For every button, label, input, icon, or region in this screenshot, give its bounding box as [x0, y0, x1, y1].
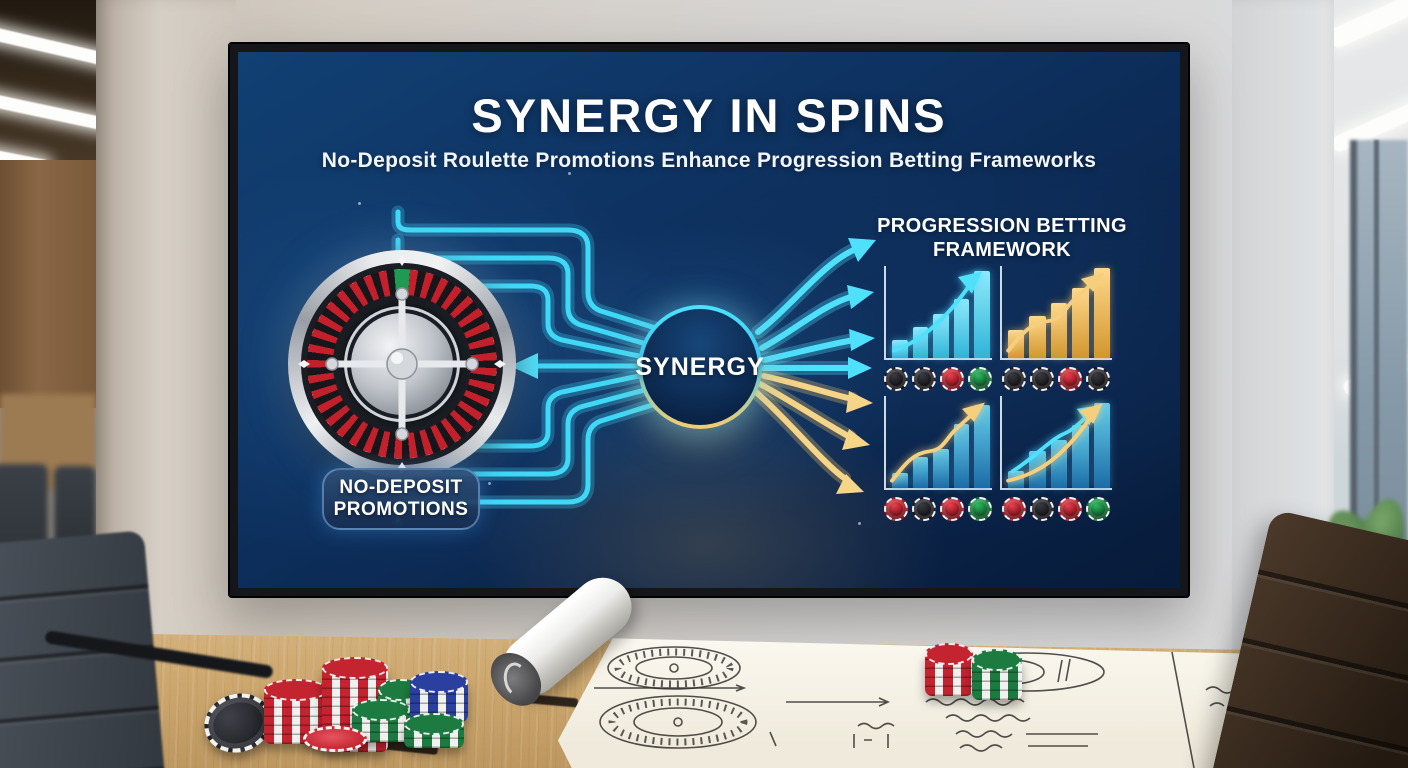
roulette-wheel	[288, 250, 516, 478]
promo-line1: NO-DEPOSIT	[339, 476, 463, 498]
strategy-paper	[558, 638, 1242, 768]
sparkle-dot	[858, 522, 861, 525]
mini-chart-bottom-right	[1000, 396, 1112, 521]
synergy-node-face: SYNERGY	[635, 309, 764, 425]
bar	[953, 423, 970, 488]
slide-content: SYNERGY IN SPINS No-Deposit Roulette Pro…	[238, 52, 1180, 588]
mini-chart-top-left	[884, 266, 992, 391]
casino-chip-black	[912, 367, 936, 391]
casino-chip-black	[884, 367, 908, 391]
left-arrow-icon	[510, 353, 651, 379]
ceiling-light-icon	[1334, 0, 1408, 50]
sparkle-dot	[488, 482, 491, 485]
casino-chip-green	[1086, 497, 1110, 521]
casino-chip-black	[1030, 367, 1054, 391]
chip-row	[884, 497, 992, 521]
wood-panel-wall	[0, 160, 96, 415]
slide-title: SYNERGY IN SPINS	[471, 89, 947, 142]
bar	[974, 270, 990, 358]
casino-chip-red	[940, 497, 964, 521]
chip-stack-green-right	[404, 713, 464, 748]
chip-stack-red-on-paper	[925, 643, 973, 696]
sparkle-dot	[568, 172, 571, 175]
bar	[1072, 425, 1089, 488]
handwritten-sketches	[594, 646, 1235, 768]
gold-output-arrows	[749, 369, 873, 494]
synergy-label: SYNERGY	[635, 352, 765, 381]
bar	[974, 405, 990, 488]
casino-chip-red	[1058, 497, 1082, 521]
bar	[1050, 302, 1068, 358]
promo-line2: PROMOTIONS	[333, 499, 469, 520]
casino-chip-black	[1086, 367, 1110, 391]
framework-heading: PROGRESSION BETTING FRAMEWORK	[877, 215, 1127, 261]
chart-plot	[1000, 266, 1112, 360]
no-deposit-promotions-label: NO-DEPOSIT PROMOTIONS	[322, 468, 480, 530]
casino-chip-green	[968, 367, 992, 391]
bar	[1093, 403, 1111, 488]
bar	[933, 449, 949, 488]
window	[1350, 140, 1408, 570]
casino-chip-green	[968, 497, 992, 521]
window-mullion	[1374, 140, 1379, 570]
bar	[1072, 288, 1089, 358]
casino-chip-black	[1030, 497, 1054, 521]
bar	[1093, 267, 1111, 358]
chart-bars	[1008, 396, 1111, 488]
flat-red-chip	[303, 726, 367, 752]
chart-plot	[884, 396, 992, 490]
casino-chip-red	[884, 497, 908, 521]
chip-row	[1000, 367, 1112, 391]
chip-stack-green-on-paper	[972, 649, 1022, 700]
casino-chip-red	[1058, 367, 1082, 391]
synergy-node: SYNERGY	[635, 305, 764, 429]
trend-arrow-icon	[1006, 403, 1103, 483]
cyan-output-arrows	[751, 238, 876, 379]
recess-ceiling	[0, 0, 96, 175]
chart-plot	[884, 266, 992, 360]
casino-chip-black	[1002, 367, 1026, 391]
trend-arrow-icon	[890, 402, 985, 483]
sparkle-dot	[358, 202, 361, 205]
trend-arrow-icon	[892, 271, 982, 353]
ceiling-light-icon	[0, 89, 96, 132]
ceiling-light-icon	[0, 23, 96, 70]
bar	[912, 456, 929, 488]
casino-chip-red	[1002, 497, 1026, 521]
bar	[953, 299, 970, 358]
chart-plot	[1000, 396, 1112, 490]
mini-chart-bottom-left	[884, 396, 992, 521]
slide-subtitle: No-Deposit Roulette Promotions Enhance P…	[321, 149, 1097, 172]
wheel-spokes-icon	[298, 254, 506, 474]
casino-chip-red	[940, 367, 964, 391]
trend-arrow-icon	[1006, 272, 1105, 353]
mini-chart-top-right	[1000, 266, 1112, 391]
chart-bars	[892, 396, 990, 488]
casino-chip-black	[912, 497, 936, 521]
chip-row	[1000, 497, 1112, 521]
chip-row	[884, 367, 992, 391]
